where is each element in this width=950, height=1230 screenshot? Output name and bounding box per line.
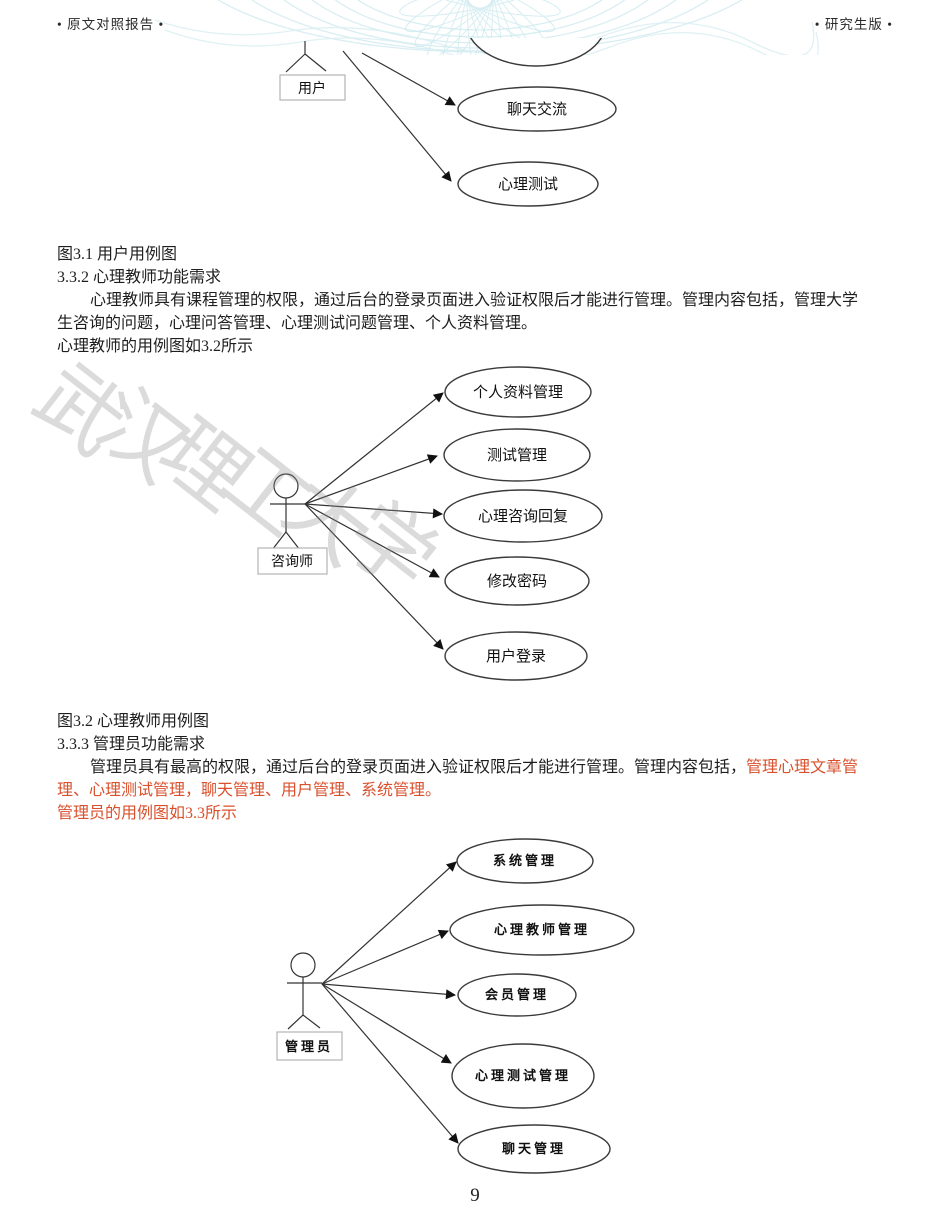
usecase-ellipse <box>444 556 590 606</box>
usecase-ellipse <box>451 1043 595 1109</box>
actor-label: 用户 <box>298 80 326 97</box>
header-left-label: • 原文对照报告 • <box>57 17 165 32</box>
usecase-ellipse <box>457 1124 611 1174</box>
usecase-ellipse <box>443 428 591 482</box>
usecase-label: 会员管理 <box>485 987 549 1002</box>
actor-label-box <box>279 74 346 101</box>
usecase-label: 心理教师管理 <box>494 922 590 937</box>
usecase-label: 心理测试管理 <box>475 1068 571 1083</box>
actor-head <box>290 952 316 978</box>
usecase-ellipse <box>457 86 617 132</box>
actor-head <box>273 473 299 499</box>
usecase-ellipse <box>449 904 635 956</box>
actor-label: 咨询师 <box>271 554 313 570</box>
use-case-diagram-user: 用户 聊天交流 心理测试 <box>279 38 617 207</box>
paragraph-line: 管理员具有最高的权限，通过后台的登录页面进入验证权限后才能进行管理。管理内容包括… <box>57 756 897 779</box>
usecase-ellipse <box>444 631 588 681</box>
paragraph-line-red: 理、心理测试管理，聊天管理、用户管理、系统管理。 <box>57 782 442 799</box>
paragraph-black-segment: 管理员具有最高的权限，通过后台的登录页面进入验证权限后才能进行管理。管理内容包括… <box>90 759 747 776</box>
paragraph-line: 生咨询的问题，心理问答管理、心理测试问题管理、个人资料管理。 <box>57 315 538 332</box>
section-heading: 3.3.2 心理教师功能需求 <box>57 269 222 286</box>
usecase-label: 测试管理 <box>487 447 547 464</box>
section-3-3-2: 图3.1 用户用例图 3.3.2 心理教师功能需求 心理教师具有课程管理的权限，… <box>57 243 897 358</box>
usecase-ellipse <box>444 366 592 418</box>
watermark-char: 汉 <box>80 373 193 490</box>
usecase-ellipse <box>457 973 577 1017</box>
usecase-label: 用户登录 <box>486 648 546 665</box>
figure-caption: 图3.2 心理教师用例图 <box>57 713 210 730</box>
usecase-label: 聊天交流 <box>507 100 567 118</box>
use-case-diagram-admin: 管理员 系统管理 心理教师管理 会员管理 心理测试管理 聊天管理 <box>276 838 635 1174</box>
actor-label: 管理员 <box>285 1039 333 1054</box>
usecase-label: 心理咨询回复 <box>478 507 568 525</box>
section-3-3-3: 图3.2 心理教师用例图 3.3.3 管理员功能需求 管理员具有最高的权限，通过… <box>57 710 897 825</box>
usecase-label: 聊天管理 <box>502 1141 566 1156</box>
paragraph-line: 心理教师具有课程管理的权限，通过后台的登录页面进入验证权限后才能进行管理。管理内… <box>90 292 859 309</box>
paragraph-red-segment: 管理心理文章管 <box>746 759 859 776</box>
usecase-ellipse <box>443 489 603 543</box>
section-heading: 3.3.3 管理员功能需求 <box>57 736 206 753</box>
actor-label-box <box>257 547 328 575</box>
usecase-label: 心理测试 <box>498 176 558 193</box>
header-right-label: • 研究生版 • <box>814 17 893 32</box>
watermark-char: 理 <box>142 401 255 518</box>
figure-reference: 心理教师的用例图如3.2所示 <box>57 338 254 355</box>
page-number: 9 <box>470 1185 480 1206</box>
usecase-ellipse <box>457 161 599 207</box>
usecase-label: 修改密码 <box>487 573 547 590</box>
usecase-ellipse-cropped <box>469 38 603 67</box>
figure-reference-red: 管理员的用例图如3.3所示 <box>57 805 238 822</box>
usecase-label: 系统管理 <box>493 853 557 868</box>
figure-caption: 图3.1 用户用例图 <box>57 246 178 263</box>
actor-label-box <box>276 1031 343 1061</box>
usecase-ellipse <box>456 838 594 884</box>
usecase-label: 个人资料管理 <box>473 384 563 401</box>
use-case-diagram-counselor: 咨询师 个人资料管理 测试管理 心理咨询回复 修改密码 用户登录 <box>257 366 603 681</box>
